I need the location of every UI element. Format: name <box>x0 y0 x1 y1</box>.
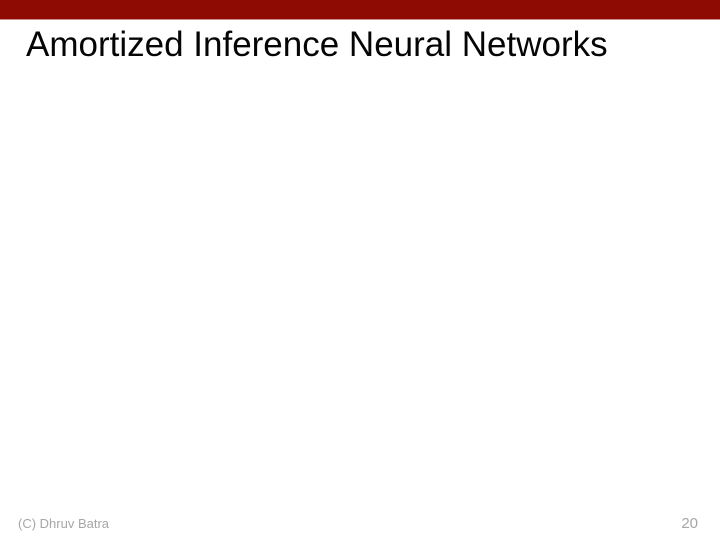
footer-page-number: 20 <box>681 515 698 532</box>
slide-title: Amortized Inference Neural Networks <box>26 25 608 64</box>
footer-attribution: (C) Dhruv Batra <box>18 516 110 531</box>
slide-accent-bar <box>0 0 720 20</box>
slide-body-empty <box>0 80 720 500</box>
